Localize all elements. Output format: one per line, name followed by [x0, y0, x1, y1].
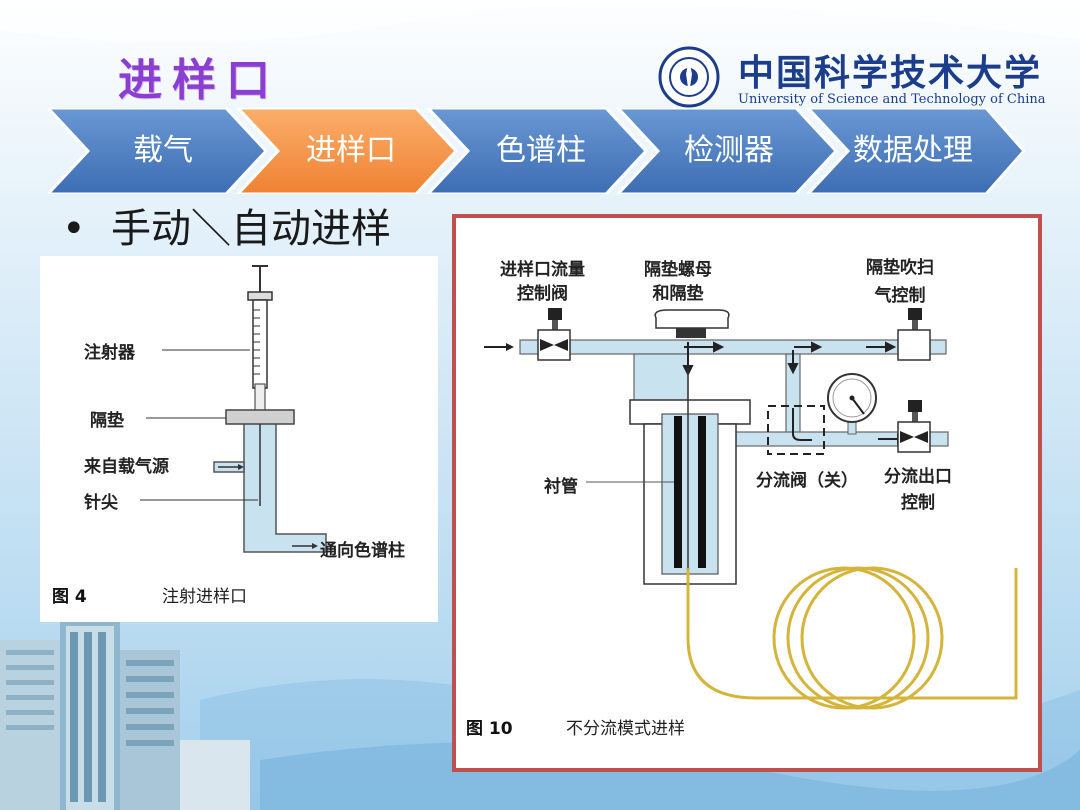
university-name-english: University of Science and Technology of …: [738, 92, 1046, 107]
capillary-column-coil: [686, 566, 1018, 710]
inlet-flow-valve-icon: [537, 308, 571, 361]
syringe-drawing: [247, 265, 273, 506]
label-syringe: 注射器: [84, 343, 135, 363]
campus-buildings-image: [0, 620, 250, 810]
figure4-caption-text: 注射进样口: [162, 587, 247, 607]
step-label-column: 色谱柱: [496, 133, 586, 168]
slide-title: 进样口: [118, 55, 280, 106]
university-name-chinese: 中国科学技术大学: [738, 52, 1043, 94]
figure-splitless-injection: 进样口流量 控制阀 隔垫螺母 和隔垫 隔垫吹扫 气控制 衬管 分流阀（关） 分流…: [452, 214, 1042, 772]
step-chevron-4: [615, 108, 839, 194]
process-flow: 载气 进样口 色谱柱 检测器 数据处理: [48, 108, 1028, 194]
figure4-caption-number: 图 4: [52, 587, 87, 607]
inlet-liner-body: [629, 368, 751, 585]
bullet-text: 手动＼自动进样: [111, 206, 392, 252]
label-inlet-flow-valve: 进样口流量 控制阀: [500, 260, 585, 304]
step-chevron-5: [805, 108, 1027, 194]
label-liner: 衬管: [544, 477, 578, 497]
step-chevron-1: [48, 108, 269, 194]
bullet-point: • 手动＼自动进样: [62, 196, 391, 254]
septum-purge-valve-icon: [897, 308, 931, 361]
step-label-carrier-gas: 载气: [133, 133, 193, 168]
university-logo: 中国科学技术大学 University of Science and Techn…: [658, 42, 1046, 110]
label-split-outlet: 分流出口 控制: [884, 467, 952, 513]
pressure-gauge-icon: [827, 373, 877, 435]
step-label-detector: 检测器: [684, 133, 774, 168]
step-chevron-2: [235, 108, 459, 194]
bullet-marker: •: [62, 206, 112, 252]
label-septum-purge: 隔垫吹扫 气控制: [866, 258, 934, 306]
septum-nut-icon: [654, 309, 730, 338]
step-label-inlet: 进样口: [306, 133, 396, 168]
label-split-valve: 分流阀（关）: [756, 471, 858, 491]
injector-body: [213, 409, 327, 553]
figure10-caption-text: 不分流模式进样: [566, 719, 685, 739]
figure-syringe-injector: 注射器 隔垫 来自载气源 针尖 通向色谱柱 图 4 注射进样口: [40, 256, 438, 622]
label-septum-nut: 隔垫螺母 和隔垫: [644, 260, 712, 304]
split-valve-box: [767, 405, 825, 455]
figure10-caption-number: 图 10: [466, 719, 513, 739]
split-outlet-valve-icon: [897, 400, 931, 453]
label-carrier-source: 来自载气源: [84, 457, 169, 477]
label-septum: 隔垫: [90, 411, 124, 431]
step-label-data-processing: 数据处理: [853, 133, 973, 168]
gas-pipes: [519, 339, 949, 447]
label-to-column: 通向色谱柱: [320, 541, 405, 561]
step-chevron-3: [425, 108, 649, 194]
university-seal-icon: [658, 46, 720, 108]
label-needle: 针尖: [84, 493, 118, 513]
